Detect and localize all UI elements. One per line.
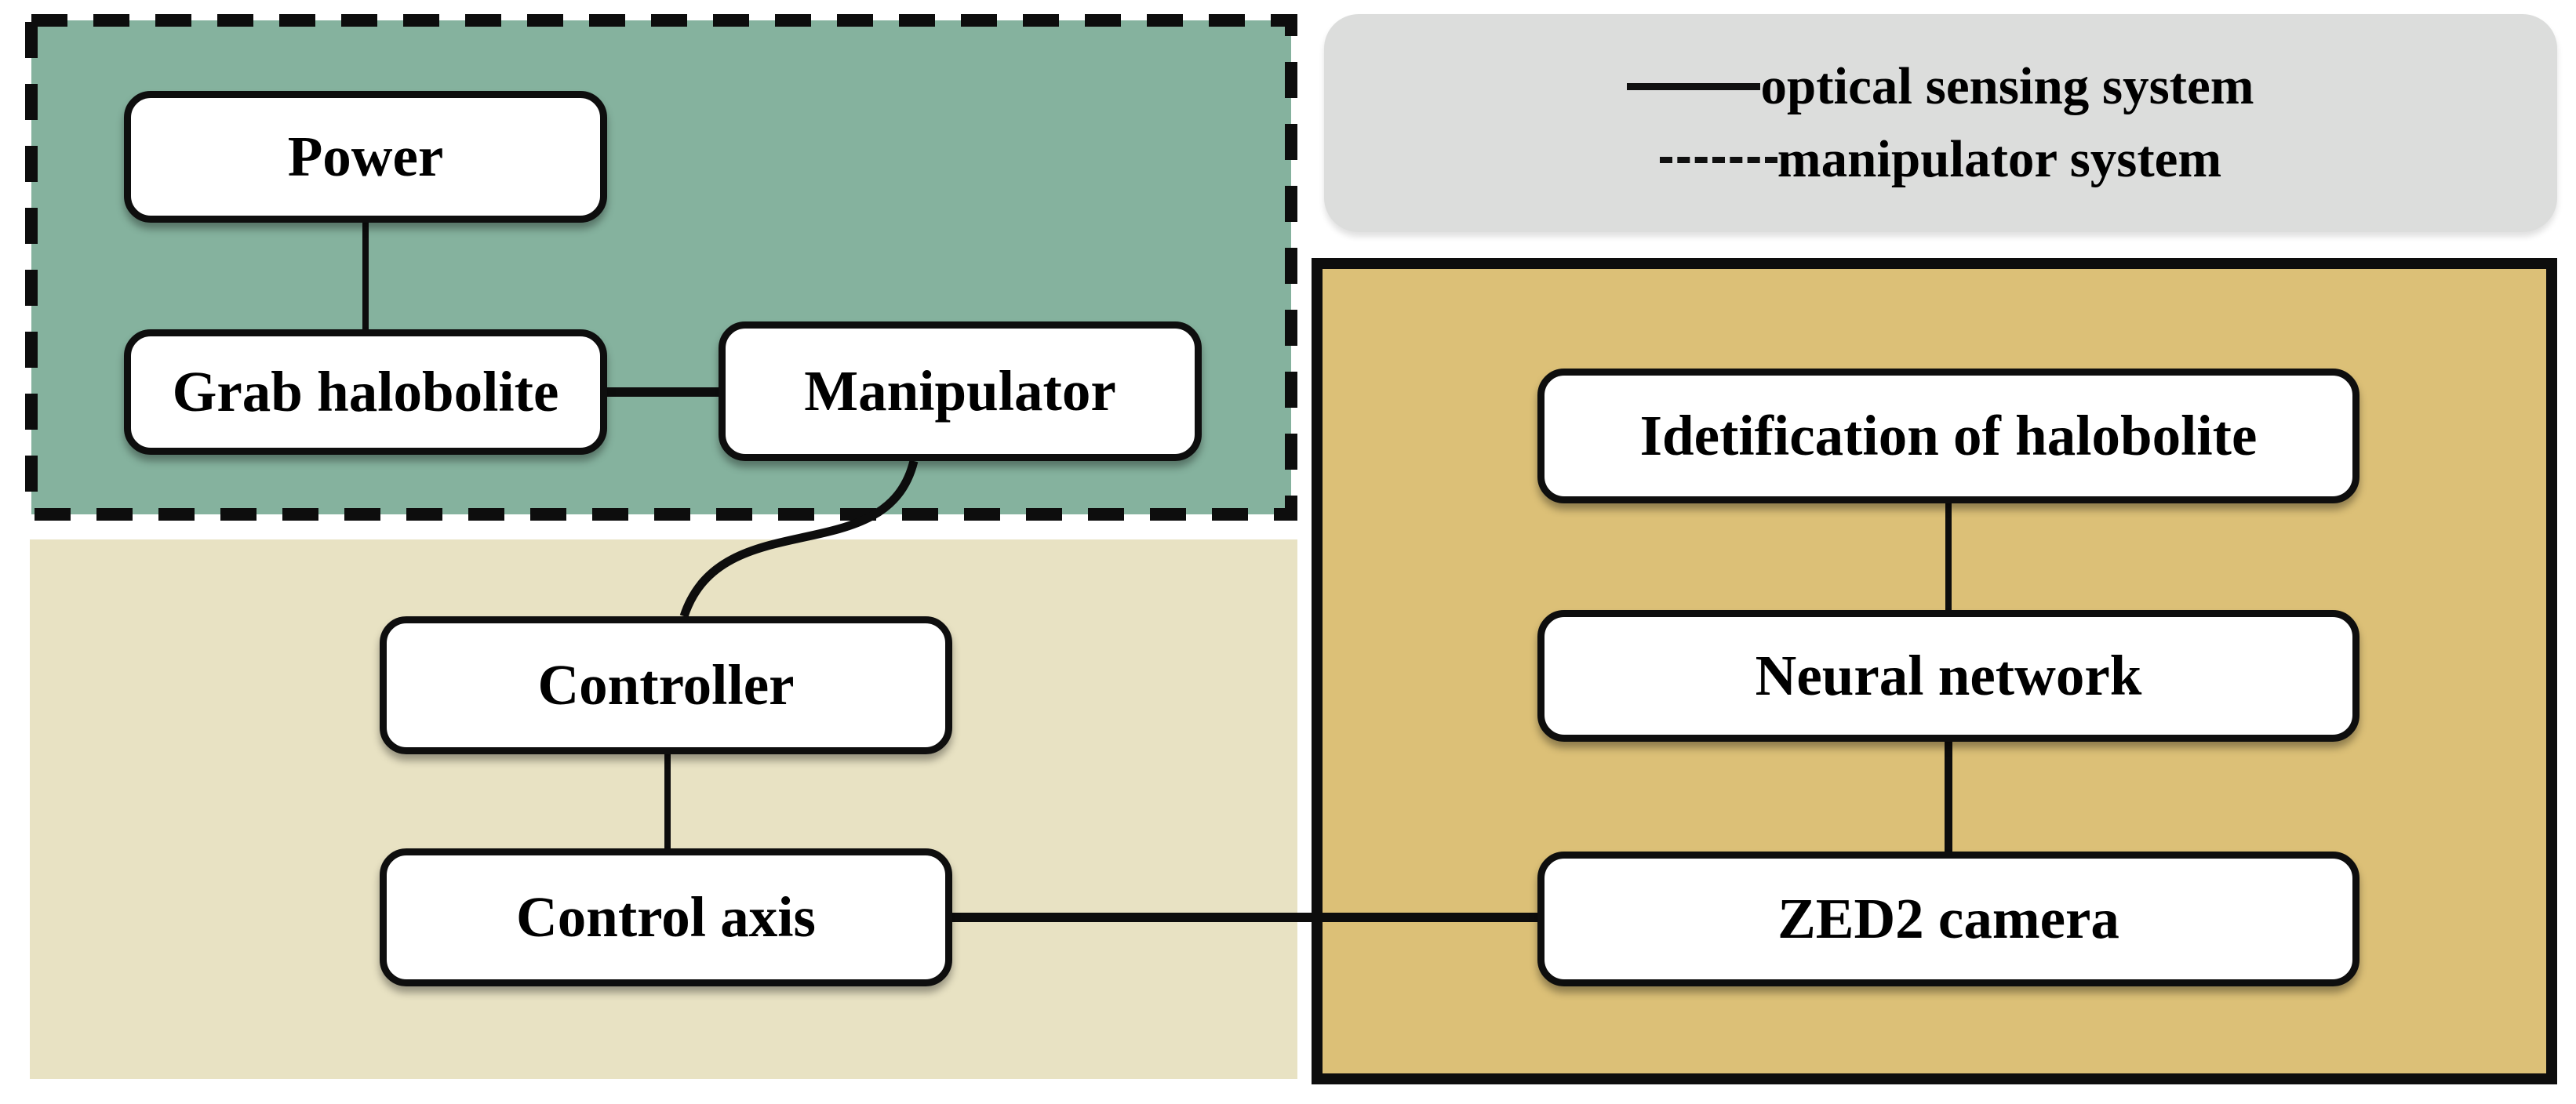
node-control-axis: Control axis [380, 848, 952, 986]
legend-label-optical-sensing: optical sensing system [1760, 57, 2254, 115]
node-grab-halobolite: Grab halobolite [124, 329, 607, 455]
dashed-line-swatch [1659, 156, 1777, 163]
node-manipulator: Manipulator [719, 321, 1202, 461]
node-controller: Controller [380, 616, 952, 754]
edge-manipulator-controller [679, 459, 919, 618]
legend-item-optical-sensing: optical sensing system [1627, 60, 2254, 113]
node-power: Power [124, 91, 607, 223]
legend: optical sensing system manipulator syste… [1324, 14, 2557, 232]
node-identification-of-halobolite: Idetification of halobolite [1537, 369, 2360, 503]
legend-item-manipulator: manipulator system [1659, 130, 2222, 188]
node-zed2-camera: ZED2 camera [1537, 852, 2360, 986]
node-neural-network: Neural network [1537, 610, 2360, 742]
solid-line-swatch [1627, 83, 1761, 90]
legend-label-manipulator: manipulator system [1777, 130, 2222, 188]
